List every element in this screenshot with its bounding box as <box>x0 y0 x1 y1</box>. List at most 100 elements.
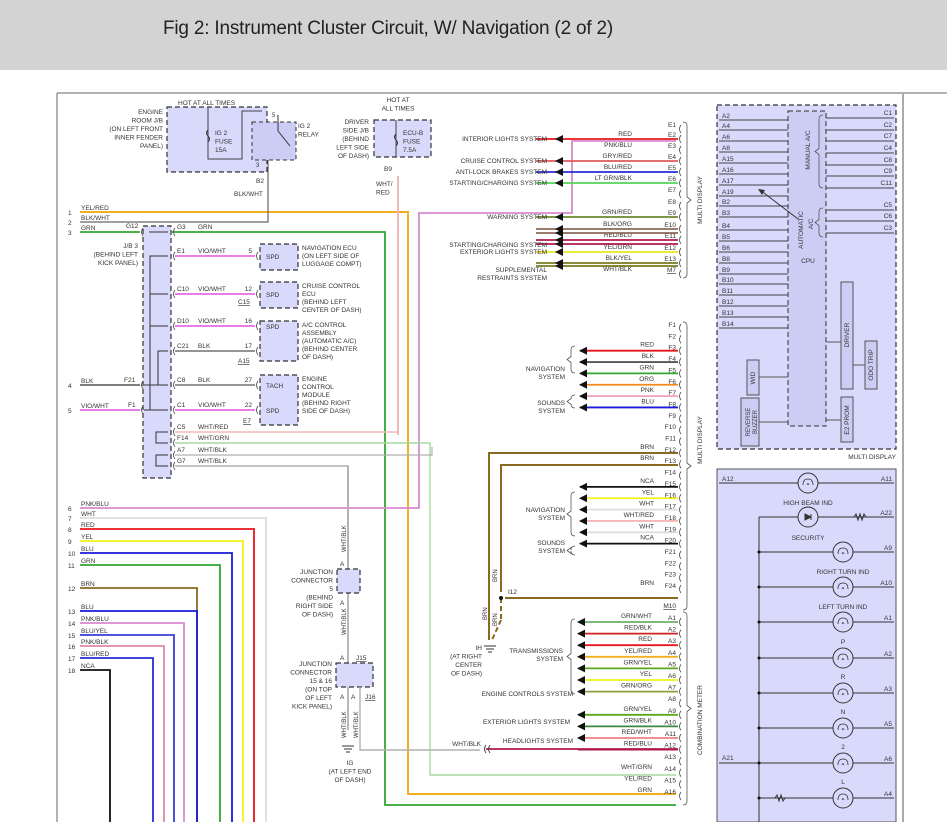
multi-display-pin-f13: F13 <box>665 458 677 465</box>
wire-color-label: BRN <box>640 580 654 587</box>
indicator-bulb-icon <box>832 647 854 669</box>
connector-pin-icon <box>679 675 682 685</box>
ground-ih-label: IH <box>476 645 483 652</box>
multi-display-pin-b11: B11 <box>722 288 733 295</box>
wire-label: BRN <box>493 613 499 626</box>
combination-meter-pin-a3: A3 <box>668 638 676 645</box>
connector-pin-icon <box>173 438 176 448</box>
indicator-bulb-icon <box>832 541 854 563</box>
connector-pin-icon <box>679 335 682 344</box>
multi-display-pin-f18: F18 <box>665 515 677 522</box>
multi-display-pin-e1: E1 <box>668 122 676 129</box>
wire-number-6: 6 <box>68 506 72 513</box>
wire-color-label: GRN/YEL <box>623 659 652 666</box>
f-group-brace <box>566 491 576 537</box>
ecu-b-fuse-label: ECU-B <box>403 130 423 137</box>
jb3-pin-f14: F14 <box>177 435 189 442</box>
wire-color-label: YEL/RED <box>624 775 652 782</box>
connector-pin-icon <box>173 346 176 356</box>
ground-ih-label: OF DASH) <box>451 671 482 678</box>
connector-pin-icon <box>679 156 682 166</box>
resistor-icon <box>774 793 786 803</box>
ig2-fuse-label: 15A <box>215 147 227 154</box>
combination-meter-pin-a11: A11 <box>665 731 676 738</box>
jb3-label: KICK PANEL) <box>98 260 138 267</box>
indicator-bulb-icon <box>832 576 854 598</box>
wire-label-wht-red: WHT/ <box>376 181 393 188</box>
module-description: ECU <box>302 291 316 298</box>
connector-pin-icon <box>679 212 682 222</box>
multi-display-pin-b4: B4 <box>722 223 730 230</box>
wire-7-wht <box>80 517 267 822</box>
module-description: CRUISE CONTROL <box>302 283 361 290</box>
wire-number-3: 3 <box>68 230 72 237</box>
jb3-pin-f21: F21 <box>124 377 136 384</box>
pointer-arrow-line <box>759 189 799 220</box>
wire-label: WHT/BLK <box>342 711 348 738</box>
wire-color-label: BRN <box>81 581 95 588</box>
wire-color-label: GRN/YEL <box>623 706 652 713</box>
module-description: (ON LEFT SIDE OF <box>302 253 359 260</box>
inline-connector-icon <box>484 744 491 754</box>
arrow-icon <box>577 664 585 673</box>
connector-pin-icon <box>141 380 144 390</box>
connector-pin-icon <box>679 482 682 492</box>
wid-label: WID <box>750 371 757 384</box>
connector-pin-icon <box>679 247 682 257</box>
fuse-icon <box>206 129 210 143</box>
junction-dot <box>757 691 761 695</box>
multi-display-unit-label: MULTI DISPLAY <box>848 454 896 461</box>
wire-color-label: LT GRN/BLK <box>595 175 633 182</box>
driver-side-jb-label: LEFT SIDE <box>336 145 369 152</box>
connector-pin-icon <box>679 258 682 268</box>
multi-display-pin-e2: E2 <box>668 132 676 139</box>
combination-meter-pin-a12: A12 <box>664 743 676 750</box>
connector-pin-icon <box>679 224 682 234</box>
combination-meter-pin-a21: A21 <box>722 755 734 762</box>
wire-color-label: RED/BLU <box>624 741 652 748</box>
f-group-brace <box>566 345 576 374</box>
jb3-label: (BEHIND LEFT <box>94 252 138 259</box>
wire-color-label: YEL/RED <box>81 205 109 212</box>
module-description: ASSEMBLY <box>302 330 337 337</box>
engine-room-jb-label: ENGINE <box>138 109 164 116</box>
multi-display-pin-b3: B3 <box>722 210 730 217</box>
connector-pin-icon <box>679 710 682 720</box>
module-description: (BEHIND CENTER <box>302 346 358 353</box>
module-pin-number: 22 <box>245 402 253 409</box>
combination-meter-pin-a6: A6 <box>884 756 892 763</box>
connector-pin-icon <box>679 167 682 177</box>
indicator-bulb-icon <box>832 752 854 774</box>
arrow-icon <box>579 505 587 514</box>
multi-display-pin-e3: E3 <box>668 143 676 150</box>
module-description: CONTROL <box>302 384 334 391</box>
wire-color-label: BLU <box>81 604 94 611</box>
wire-color-label: GRN <box>638 787 653 794</box>
wire-color-label: NCA <box>81 663 95 670</box>
engine-room-jb-label: ROOM J/B <box>132 118 163 125</box>
wire-number-12: 12 <box>68 586 76 593</box>
lamp-label: N <box>841 709 846 716</box>
multi-display-pin-e12: E12 <box>664 245 676 252</box>
hot-at-all-times-label: ALL TIMES <box>382 106 416 113</box>
filament-icon <box>837 688 849 696</box>
system-group-label: SYSTEM <box>538 408 565 415</box>
connector-pin-icon <box>679 380 682 389</box>
connector-pin-icon <box>679 516 682 526</box>
jb3-pin-g7: G7 <box>177 458 186 465</box>
connector-pin-icon <box>256 346 259 356</box>
connector-pin-icon <box>679 780 682 789</box>
connector-pin-icon <box>679 425 682 435</box>
wire-color-label: GRN <box>198 224 213 231</box>
multi-display-pin-a17: A17 <box>722 178 734 185</box>
engine-room-jb-label: INNER FENDER <box>114 135 163 142</box>
connector-pin-icon <box>256 251 259 261</box>
wire-label: WHT/BLK <box>342 608 348 635</box>
wire-18-nca <box>80 669 111 822</box>
arrow-icon <box>555 262 563 270</box>
connector-pin-icon <box>679 235 682 245</box>
wire-number-14: 14 <box>68 621 76 628</box>
wire-color-label: WHT <box>639 501 654 508</box>
combination-meter-pin-a4: A4 <box>884 791 892 798</box>
system-label: ANTI-LOCK BRAKES SYSTEM <box>456 169 547 176</box>
